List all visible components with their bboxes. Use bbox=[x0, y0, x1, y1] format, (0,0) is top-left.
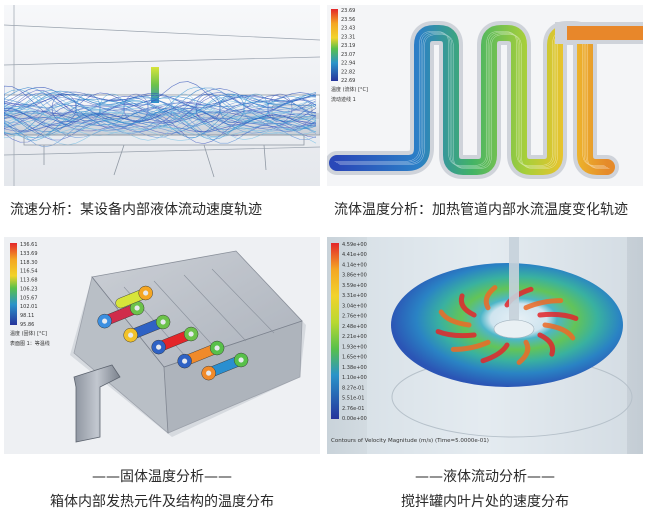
legend-value: 133.69 bbox=[20, 251, 38, 257]
legend-value: 98.11 bbox=[20, 313, 34, 319]
legend-value: 3.59e+00 bbox=[342, 283, 367, 289]
caption-velocity-analysis: 流速分析：某设备内部液体流动速度轨迹 bbox=[10, 202, 262, 218]
velocity-legend-bar bbox=[331, 243, 339, 419]
legend-value: 2.76e-01 bbox=[342, 406, 364, 412]
legend-sublabel: 流动迹线 1 bbox=[331, 96, 356, 103]
legend-value: 113.68 bbox=[20, 278, 38, 284]
legend-value: 3.04e+00 bbox=[342, 303, 367, 309]
legend-value: 23.56 bbox=[341, 17, 355, 23]
legend-value: 3.31e+00 bbox=[342, 293, 367, 299]
caption-fluid-flow-desc: 搅拌罐内叶片处的速度分布 bbox=[401, 494, 569, 510]
legend-value: 23.69 bbox=[341, 8, 355, 14]
legend-sublabel: 表面图 1：等温线 bbox=[10, 340, 50, 347]
legend-value: 95.86 bbox=[20, 322, 34, 328]
caption-solid-temperature-title: ——固体温度分析—— bbox=[92, 469, 232, 485]
legend-value: 105.67 bbox=[20, 295, 38, 301]
legend-label: 温度 (流体) [°C] bbox=[331, 86, 368, 93]
legend-value: 23.19 bbox=[341, 43, 355, 49]
legend-value: 1.93e+00 bbox=[342, 344, 367, 350]
legend-value: 116.54 bbox=[20, 269, 38, 275]
legend-value: 1.38e+00 bbox=[342, 365, 367, 371]
legend-footer: Contours of Velocity Magnitude (m/s) (Ti… bbox=[331, 438, 489, 444]
legend-value: 102.01 bbox=[20, 304, 38, 310]
pipe-temperature-image: 23.69 23.56 23.43 23.31 23.19 23.07 22.94 22.82… bbox=[327, 5, 643, 186]
legend-value: 2.76e+00 bbox=[342, 314, 367, 320]
legend-value: 22.94 bbox=[341, 61, 355, 67]
legend-value: 23.07 bbox=[341, 52, 355, 58]
legend-value: 4.41e+00 bbox=[342, 252, 367, 258]
temperature-legend-bar bbox=[331, 9, 338, 81]
legend-value: 1.10e+00 bbox=[342, 375, 367, 381]
temperature-legend-bar bbox=[10, 243, 17, 325]
legend-value: 2.21e+00 bbox=[342, 334, 367, 340]
legend-value: 136.61 bbox=[20, 242, 38, 248]
legend-value: 23.43 bbox=[341, 26, 355, 32]
legend-value: 4.14e+00 bbox=[342, 263, 367, 269]
legend-value: 23.31 bbox=[341, 34, 355, 40]
legend-value: 8.27e-01 bbox=[342, 385, 364, 391]
legend-value: 22.82 bbox=[341, 69, 355, 75]
legend-label: 温度 (固体) [°C] bbox=[10, 330, 47, 337]
velocity-trajectory-image bbox=[4, 5, 320, 186]
legend-value: 22.69 bbox=[341, 78, 355, 84]
legend-value: 4.59e+00 bbox=[342, 242, 367, 248]
caption-fluid-flow-title: ——液体流动分析—— bbox=[415, 469, 555, 485]
legend-value: 1.65e+00 bbox=[342, 355, 367, 361]
solid-temperature-image: 136.61 133.69 118.30 116.54 113.68 106.23 105.… bbox=[4, 237, 320, 454]
legend-value: 0.00e+00 bbox=[342, 416, 367, 422]
legend-value: 5.51e-01 bbox=[342, 396, 364, 402]
tank-velocity-image: 4.59e+00 4.41e+00 4.14e+00 3.86e+00 3.59e+00… bbox=[327, 237, 643, 454]
caption-pipe-temperature-analysis: 流体温度分析：加热管道内部水流温度变化轨迹 bbox=[334, 202, 628, 218]
legend-value: 118.30 bbox=[20, 260, 38, 266]
caption-solid-temperature-desc: 箱体内部发热元件及结构的温度分布 bbox=[50, 494, 274, 510]
legend-value: 106.23 bbox=[20, 286, 38, 292]
legend-value: 3.86e+00 bbox=[342, 273, 367, 279]
legend-value: 2.48e+00 bbox=[342, 324, 367, 330]
